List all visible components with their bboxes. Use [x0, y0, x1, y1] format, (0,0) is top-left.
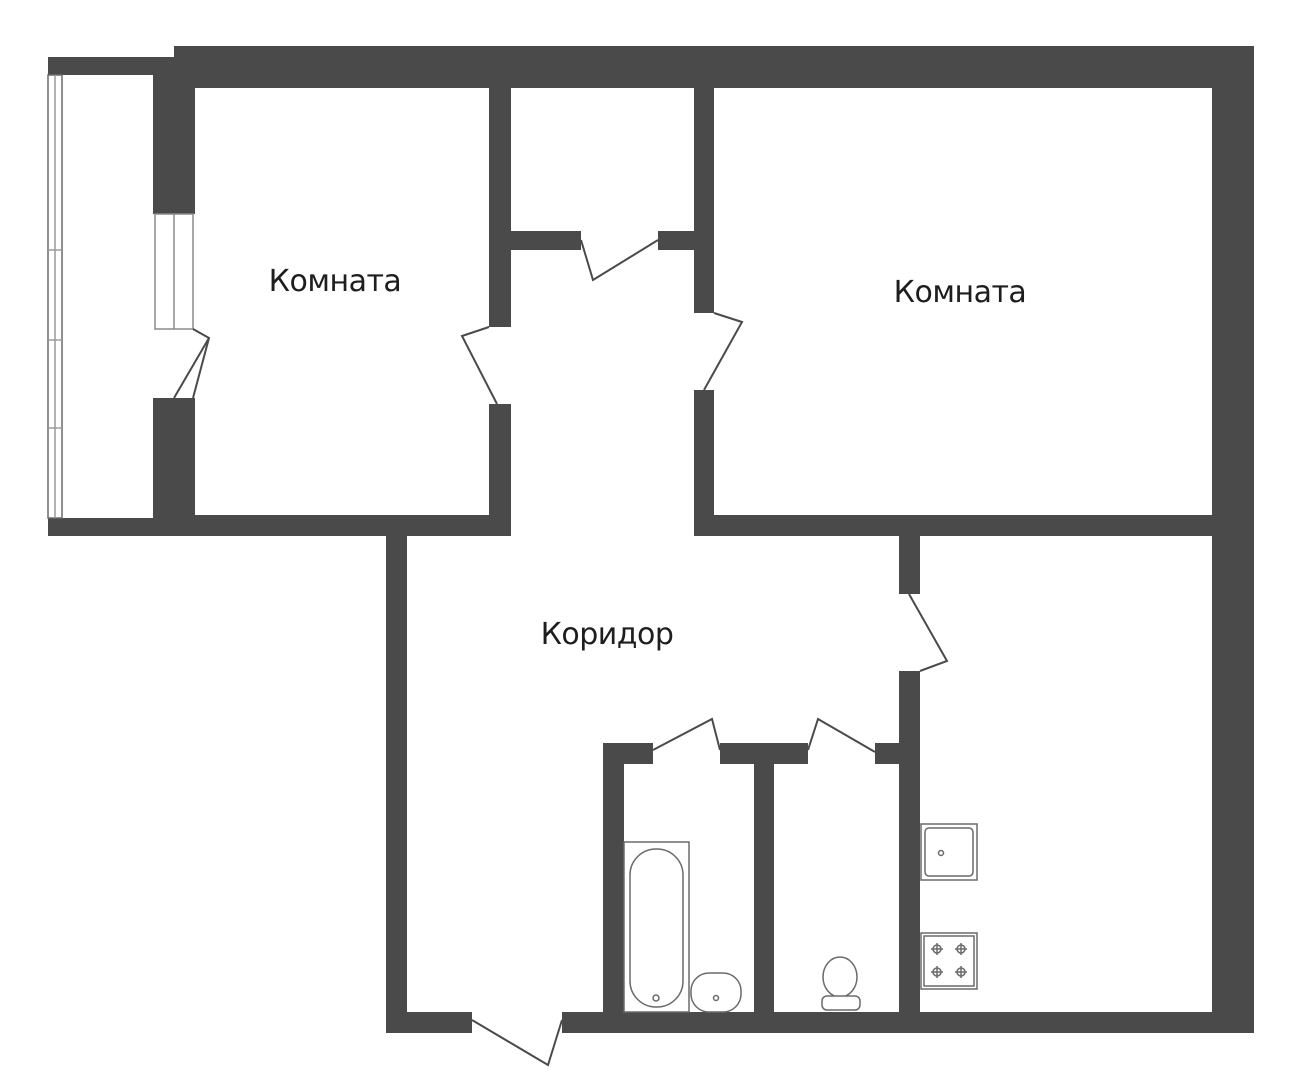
door-swing-icon: [192, 328, 211, 399]
room-label-corridor: Коридор: [541, 617, 674, 652]
fixtures: [623, 823, 978, 1013]
door-swing-icon: [173, 337, 210, 399]
door-swing-icon: [703, 312, 744, 391]
door-swing-icon: [652, 717, 721, 751]
kitchen-sink-icon: [920, 823, 978, 881]
doors: [173, 239, 949, 1067]
room-label-left: Комната: [269, 264, 402, 299]
sink-icon: [690, 972, 742, 1013]
room-label-right: Комната: [894, 275, 1027, 310]
door-swing-icon: [471, 1019, 563, 1067]
toilet-icon: [821, 956, 861, 1011]
door-swing-icon: [807, 717, 876, 753]
balcony: [47, 57, 174, 536]
door-swing-icon: [908, 593, 949, 672]
door-swing-icon: [460, 326, 498, 405]
door-swing-icon: [580, 239, 659, 282]
bathtub-icon: [623, 841, 690, 1013]
stove-icon: [920, 932, 978, 990]
walls: [153, 46, 1254, 1033]
